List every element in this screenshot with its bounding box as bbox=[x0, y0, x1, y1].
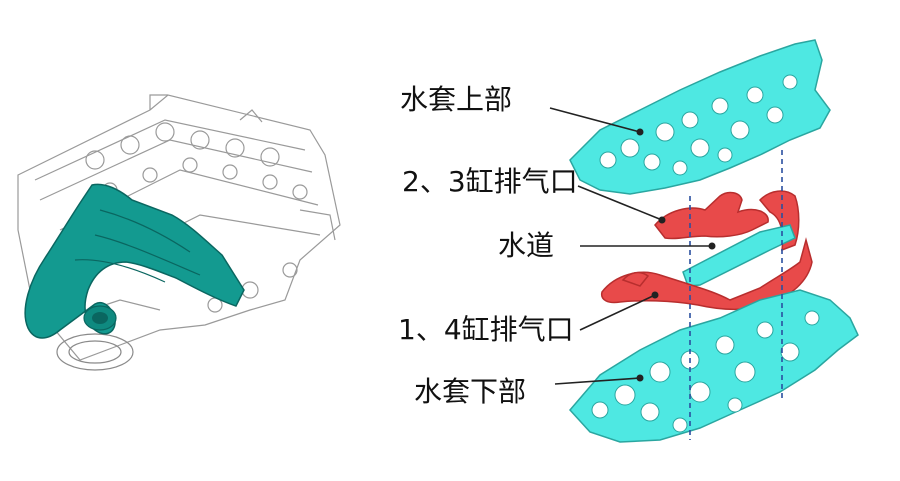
label-exhaust-2-3: 2、3缸排气口 bbox=[402, 165, 578, 198]
label-lower-water-jacket: 水套下部 bbox=[414, 375, 527, 408]
engine-head-illustration bbox=[17, 94, 341, 371]
leader-lines bbox=[549, 107, 712, 385]
alignment-guides bbox=[689, 150, 783, 440]
label-upper-water-jacket: 水套上部 bbox=[400, 83, 513, 116]
lower-water-jacket bbox=[568, 289, 859, 443]
leader-dots bbox=[636, 128, 716, 382]
upper-water-jacket bbox=[569, 39, 831, 195]
label-exhaust-1-4: 1、4缸排气口 bbox=[398, 313, 574, 346]
exhaust-manifold bbox=[24, 183, 245, 339]
label-water-channel: 水道 bbox=[498, 229, 555, 262]
